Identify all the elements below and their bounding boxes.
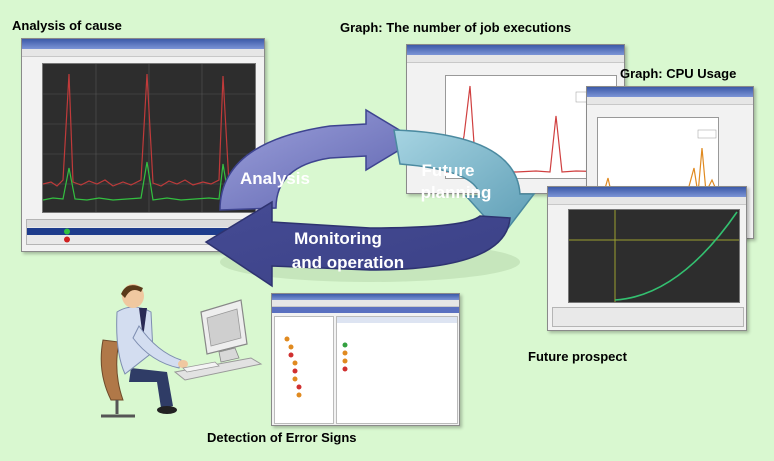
caption-detection-error-signs: Detection of Error Signs xyxy=(207,430,357,445)
job-executions-line xyxy=(446,85,616,173)
cycle-label-future-line2: planning xyxy=(421,183,492,202)
error-detection-tree xyxy=(274,316,334,424)
error-detection-tabbar xyxy=(272,307,459,313)
cycle-label-monitoring-line2: and operation xyxy=(292,253,404,272)
monitoring-arc-arrow xyxy=(204,200,511,288)
cycle-label-analysis: Analysis xyxy=(240,169,310,188)
future-prospect-window-screenshot xyxy=(547,186,747,331)
window-titlebar xyxy=(272,294,459,300)
analysis-plot-lines xyxy=(43,64,255,212)
caption-analysis-of-cause: Analysis of cause xyxy=(12,18,122,33)
error-detection-detail xyxy=(336,316,458,424)
window-titlebar xyxy=(22,39,264,49)
forecast-curve xyxy=(614,211,738,301)
future-prospect-table xyxy=(552,307,744,327)
cycle-arrows: Analysis Future planning Monitoring and … xyxy=(204,108,536,288)
future-prospect-plot-lines xyxy=(569,210,739,302)
person-at-computer-illustration xyxy=(100,284,263,418)
cycle-label-future-line1: Future xyxy=(422,161,475,180)
future-planning-arc-arrow xyxy=(393,129,536,238)
analysis-table-rows xyxy=(27,220,259,243)
window-menubar xyxy=(407,55,624,63)
future-prospect-plot xyxy=(568,209,740,303)
window-titlebar xyxy=(407,45,624,55)
caption-graph-cpu-usage: Graph: CPU Usage xyxy=(620,66,737,81)
window-titlebar xyxy=(587,87,753,97)
window-menubar xyxy=(548,197,746,205)
window-menubar xyxy=(22,49,264,57)
window-menubar xyxy=(587,97,753,105)
green-series-line xyxy=(43,161,255,201)
analysis-plot xyxy=(42,63,256,213)
cycle-label-monitoring-line1: Monitoring xyxy=(294,229,382,248)
red-series-line xyxy=(43,73,255,187)
error-detection-tree-icons xyxy=(284,336,302,398)
window-menubar xyxy=(272,300,459,307)
error-detection-window-screenshot xyxy=(271,293,460,426)
error-detection-detail-icons xyxy=(337,317,457,372)
caption-future-prospect: Future prospect xyxy=(528,349,627,364)
analysis-window-screenshot xyxy=(21,38,265,252)
analysis-arc-arrow xyxy=(219,108,418,211)
window-titlebar xyxy=(548,187,746,197)
caption-graph-job-executions: Graph: The number of job executions xyxy=(340,20,572,35)
